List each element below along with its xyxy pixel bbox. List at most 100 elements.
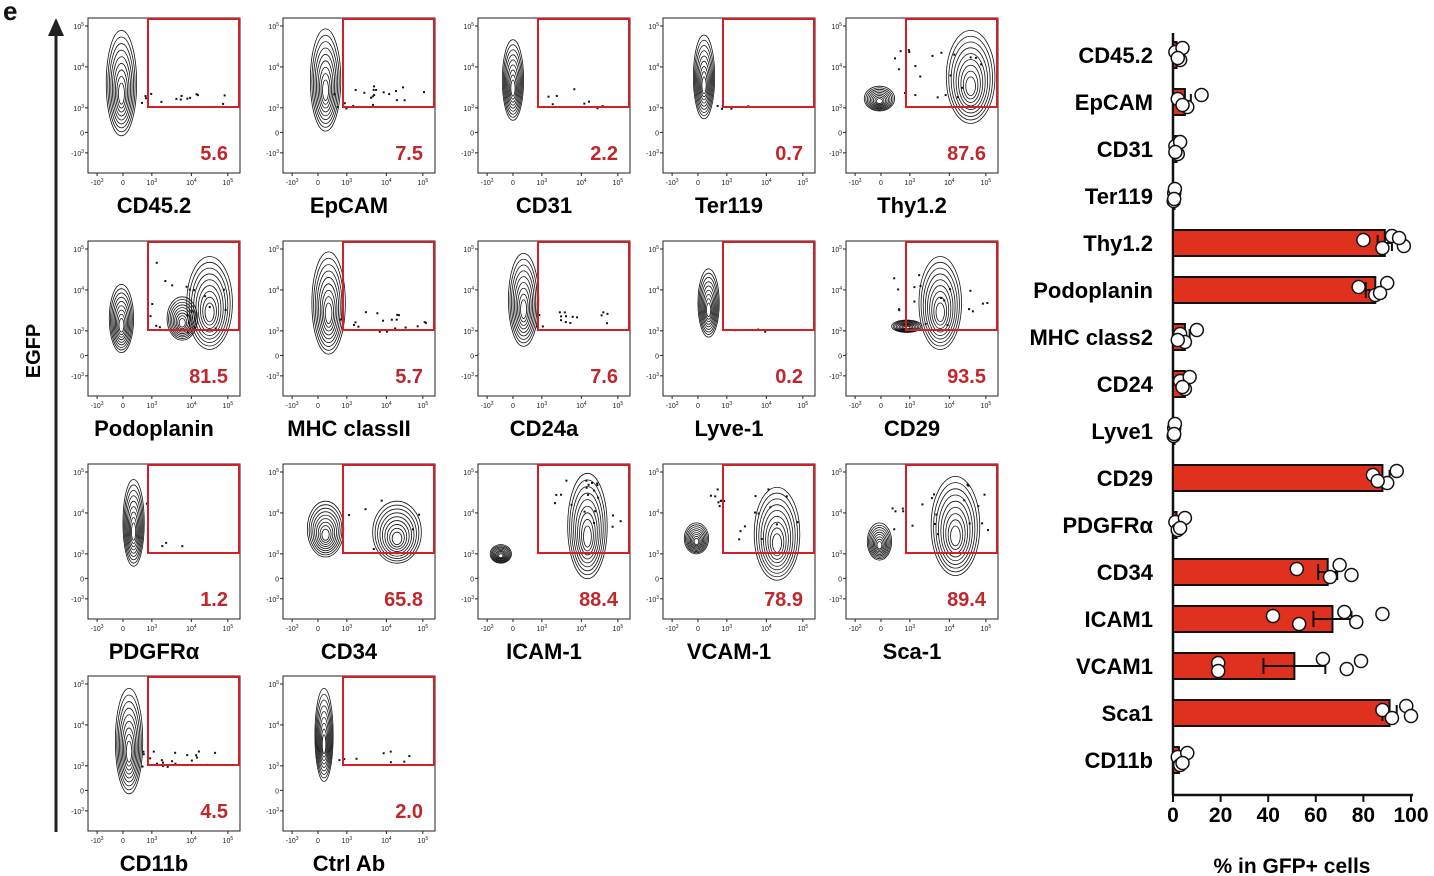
contour-ring bbox=[316, 699, 332, 775]
gate-rect bbox=[905, 241, 998, 331]
y-tick-label: 0 bbox=[80, 788, 84, 795]
contour-ring bbox=[195, 279, 224, 336]
y-tick-label: 105 bbox=[648, 22, 659, 31]
y-tick-label: 0 bbox=[275, 576, 279, 583]
event-dot bbox=[936, 96, 939, 99]
contour-ring bbox=[125, 740, 133, 763]
event-dot bbox=[196, 756, 199, 759]
contour-ring bbox=[105, 29, 138, 137]
event-dot bbox=[424, 321, 427, 324]
contour-ring bbox=[391, 531, 403, 546]
y-tick-label: -103 bbox=[646, 149, 659, 158]
contour-ring bbox=[579, 512, 596, 556]
x-tick-label: 104 bbox=[381, 178, 392, 187]
contour-ring bbox=[319, 283, 338, 336]
x-tick-label: 104 bbox=[186, 178, 197, 187]
x-tick-label: -103 bbox=[286, 836, 299, 845]
gate-rect bbox=[342, 241, 435, 331]
contour-ring bbox=[119, 707, 140, 783]
marker-label: Thy1.2 bbox=[877, 193, 947, 218]
event-dot bbox=[555, 493, 558, 496]
event-dot bbox=[893, 277, 896, 280]
contour-ring bbox=[118, 318, 125, 333]
contour-ring bbox=[511, 264, 537, 340]
contour-ring bbox=[924, 273, 956, 340]
x-tick-label: 103 bbox=[342, 401, 353, 410]
contour-ring bbox=[322, 79, 329, 101]
event-dot bbox=[966, 483, 969, 486]
y-tick-label: 103 bbox=[648, 104, 659, 113]
contour-ring bbox=[767, 521, 787, 560]
event-dot bbox=[195, 93, 198, 96]
event-dot bbox=[538, 314, 541, 317]
x-tick-label: 103 bbox=[722, 178, 733, 187]
bar-x-tick-label: 20 bbox=[1209, 804, 1232, 827]
y-tick-label: 103 bbox=[268, 327, 279, 336]
event-dot bbox=[937, 533, 940, 536]
event-dot bbox=[583, 102, 586, 105]
contour-ring bbox=[379, 512, 415, 557]
event-dot bbox=[969, 289, 972, 292]
event-dot bbox=[364, 508, 367, 511]
gate-rect bbox=[342, 676, 435, 766]
y-tick-label: 105 bbox=[831, 22, 842, 31]
contour-ring bbox=[124, 489, 143, 561]
category-label: CD29 bbox=[1097, 466, 1153, 491]
data-point bbox=[1322, 569, 1338, 585]
contour-ring bbox=[193, 273, 226, 340]
event-dot bbox=[600, 314, 603, 317]
contour-ring bbox=[174, 309, 191, 333]
event-dot bbox=[974, 56, 977, 59]
event-dot bbox=[754, 495, 757, 498]
contour-ring bbox=[756, 492, 798, 578]
contour-ring bbox=[571, 486, 604, 572]
y-tick-label: -103 bbox=[461, 372, 474, 381]
event-dot bbox=[373, 85, 376, 88]
gate-rect bbox=[537, 464, 630, 554]
y-tick-label: 105 bbox=[831, 245, 842, 254]
event-dot bbox=[343, 758, 346, 761]
event-dot bbox=[605, 322, 608, 325]
bar bbox=[1172, 464, 1384, 492]
event-dot bbox=[597, 496, 600, 499]
event-dot bbox=[161, 761, 164, 764]
gate-rect bbox=[905, 18, 998, 108]
data-point bbox=[1375, 240, 1390, 256]
event-dot bbox=[373, 93, 376, 96]
event-dot bbox=[554, 502, 557, 505]
category-label: CD45.2 bbox=[1078, 43, 1153, 68]
event-dot bbox=[565, 479, 568, 482]
contour-ring bbox=[866, 522, 893, 561]
x-tick-label: 0 bbox=[879, 180, 883, 187]
y-tick-label: 0 bbox=[470, 353, 474, 360]
contour-ring bbox=[869, 527, 890, 558]
y-tick-label: 105 bbox=[268, 680, 279, 689]
event-dot bbox=[716, 488, 719, 491]
contour-ring bbox=[197, 285, 222, 333]
contour-ring bbox=[121, 720, 137, 775]
data-point bbox=[1349, 614, 1364, 630]
contour-ring bbox=[573, 492, 602, 568]
event-dot bbox=[730, 107, 733, 110]
event-dot bbox=[192, 289, 195, 292]
x-tick-label: 104 bbox=[761, 178, 772, 187]
x-tick-label: 105 bbox=[223, 401, 234, 410]
contour-ring bbox=[502, 44, 523, 118]
event-dot bbox=[718, 505, 721, 508]
contour-ring bbox=[204, 302, 215, 323]
bar-x-tick-label: 0 bbox=[1167, 804, 1179, 827]
contour-ring bbox=[110, 49, 133, 125]
bar-x-tick-label: 80 bbox=[1352, 804, 1375, 827]
contour-ring bbox=[323, 296, 335, 328]
contour-ring bbox=[762, 510, 792, 567]
y-tick-label: 104 bbox=[73, 509, 84, 518]
contour-ring bbox=[384, 520, 410, 552]
x-tick-label: 104 bbox=[186, 401, 197, 410]
gate-rect bbox=[537, 18, 630, 108]
y-tick-label: -103 bbox=[461, 595, 474, 604]
contour-ring bbox=[950, 41, 991, 117]
bar bbox=[1172, 605, 1334, 633]
